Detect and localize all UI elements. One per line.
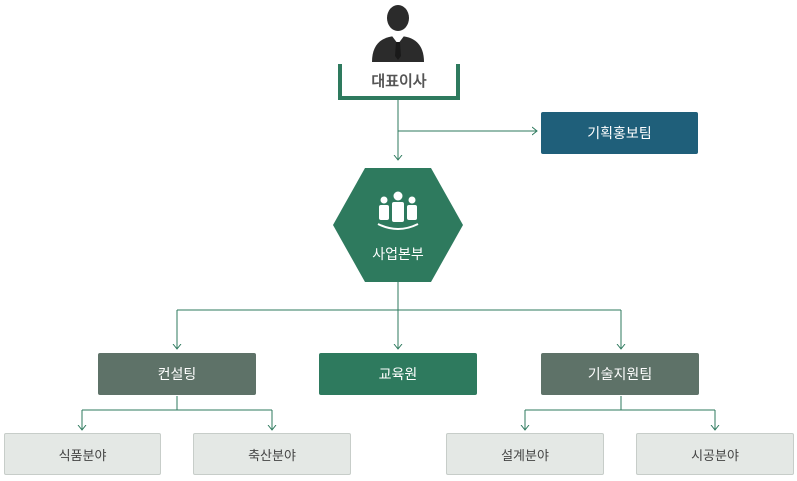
businessman-icon (372, 5, 424, 62)
design-field-node: 설계분야 (446, 433, 604, 475)
food-field-node: 식품분야 (4, 433, 161, 475)
connector-lines (82, 100, 715, 430)
ceo-node: 대표이사 (338, 64, 460, 100)
consulting-node: 컨설팅 (98, 353, 256, 395)
tech-support-team-node: 기술지원팀 (541, 353, 699, 395)
business-division-hexagon (333, 168, 463, 282)
livestock-field-node: 축산분야 (193, 433, 351, 475)
planning-pr-team-node: 기획홍보팀 (541, 112, 698, 154)
business-division-label: 사업본부 (372, 247, 424, 263)
education-center-node: 교육원 (319, 353, 477, 395)
construction-field-node: 시공분야 (636, 433, 794, 475)
team-icon (377, 191, 419, 230)
